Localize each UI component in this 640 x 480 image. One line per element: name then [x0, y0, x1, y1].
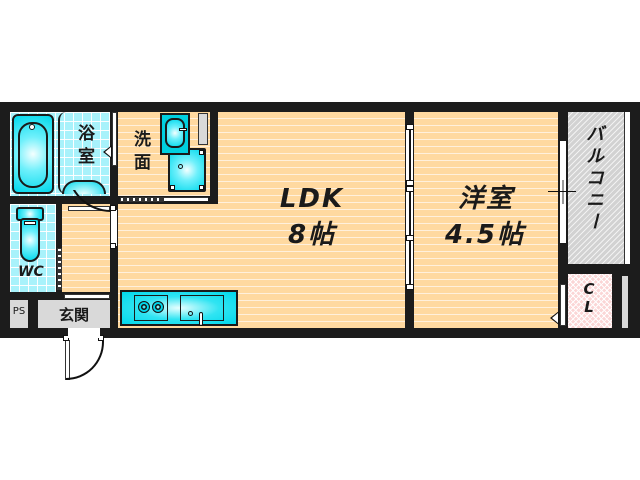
closet-floor [568, 274, 612, 330]
sliding-door-stop-3 [406, 186, 414, 192]
balcony-floor [568, 112, 630, 264]
closet-door-arrow-icon [550, 311, 559, 325]
ldk-name-label: LDK [279, 184, 345, 214]
ps-label: PS [12, 306, 26, 317]
kitchen-faucet-icon [199, 312, 203, 326]
front-door-swing-arc [66, 338, 104, 380]
burner-right-icon [152, 301, 164, 313]
ldk-size-label: 8帖 [287, 220, 337, 250]
entrance-floor [38, 300, 110, 328]
wc-label: WC [18, 264, 44, 280]
wm-drain [178, 164, 183, 169]
bathtub-drain [29, 124, 35, 130]
closet-shelf [622, 276, 628, 328]
wall-balcony-closet [568, 264, 630, 274]
bath-curve [58, 112, 66, 194]
closet-door-panel [560, 284, 566, 326]
wall-hall-ldk [110, 204, 118, 338]
stove-icon [134, 295, 168, 321]
closet-label-c: C [583, 280, 595, 298]
sliding-door-stop-4 [406, 235, 414, 241]
toilet-seat-line [24, 221, 36, 225]
wm-corner-tr [199, 150, 204, 155]
sliding-door-line [409, 128, 411, 286]
front-door-hinge-left [63, 335, 69, 341]
outer-wall-bottom [0, 328, 640, 338]
front-door-opening [68, 328, 100, 338]
bath-door-panel [112, 112, 117, 166]
western-room-size-label: 4.5帖 [444, 220, 526, 250]
balcony-label: バルコニー [583, 124, 604, 234]
sliding-door-stop-5 [406, 284, 414, 290]
wall-ps-entrance [28, 300, 38, 328]
wall-washroom-right [210, 112, 218, 204]
wall-wc-bottom [0, 292, 112, 300]
washroom-sliding-door [120, 197, 164, 202]
toilet-bowl-icon [20, 218, 40, 262]
bath-door-arrow-icon [103, 145, 112, 159]
entrance-step [64, 294, 110, 299]
kitchen-sink-drain [188, 311, 193, 316]
window-crosshair-h [548, 191, 576, 192]
wm-corner-bl [170, 185, 175, 190]
wm-corner-br [199, 185, 204, 190]
bath-label: 浴室 [74, 124, 94, 170]
hall-door-opening [111, 210, 117, 246]
closet-label-l: L [584, 298, 594, 316]
entrance-label: 玄関 [58, 306, 89, 324]
washroom-door-rail [164, 197, 208, 201]
window-mullion [562, 180, 564, 204]
washroom-label: 洗面 [130, 130, 150, 176]
western-room-name-label: 洋室 [457, 184, 514, 214]
outer-wall-right [630, 102, 640, 338]
hallway-floor [62, 204, 112, 294]
washroom-shelf [198, 113, 208, 145]
washing-machine-icon [168, 148, 206, 192]
front-door-hinge-right [98, 335, 104, 341]
ps-floor [10, 300, 28, 328]
outer-wall-top [0, 102, 640, 112]
burner-left-icon [138, 301, 150, 313]
wc-sliding-door [57, 248, 62, 290]
sliding-door-stop-1 [406, 124, 414, 130]
balcony-railing [624, 112, 630, 264]
sliding-door-stop-2 [406, 180, 414, 186]
vanity-faucet [179, 128, 187, 131]
bathtub-basin [18, 122, 48, 188]
western-room-floor [414, 112, 558, 330]
hall-door-hinge-top [110, 205, 116, 211]
vanity-sink-icon [165, 118, 185, 148]
wall-bath-wc [0, 196, 112, 204]
hall-door-hinge-bottom [110, 243, 116, 249]
outer-wall-left [0, 102, 10, 338]
